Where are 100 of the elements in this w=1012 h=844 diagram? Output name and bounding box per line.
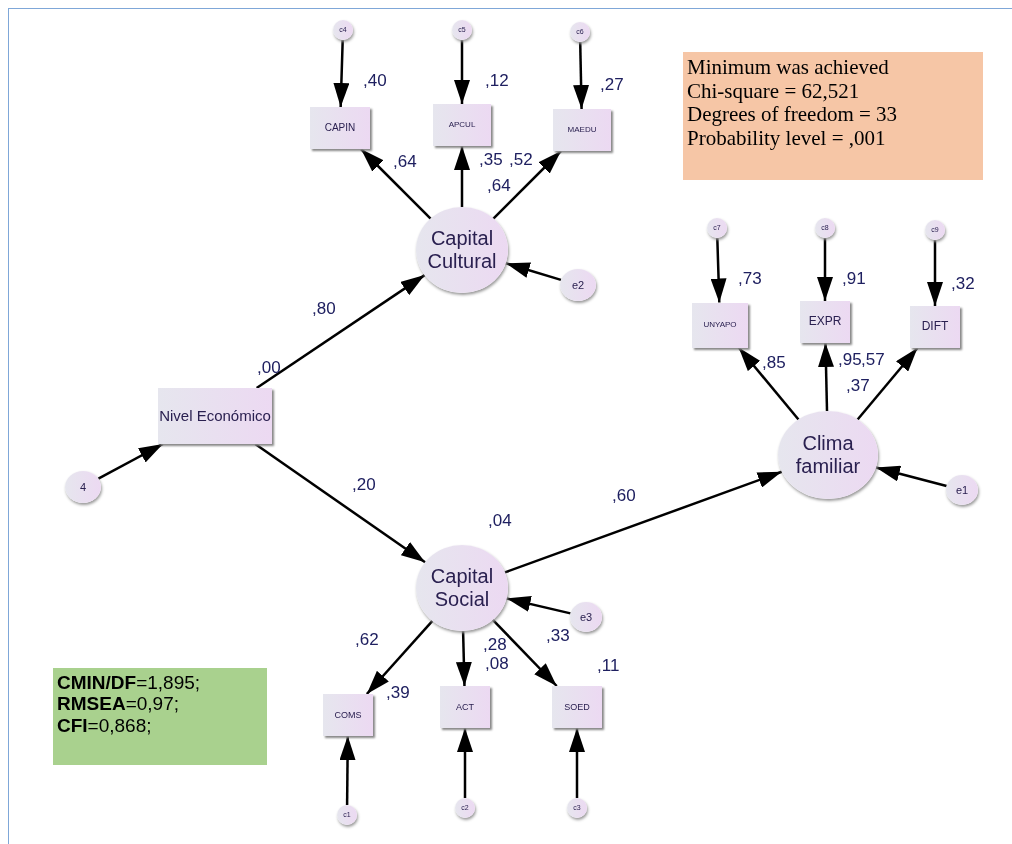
arrow <box>491 619 558 687</box>
edge-label: ,28 <box>483 636 507 653</box>
arrow <box>455 630 472 687</box>
edge-label: ,20 <box>352 476 376 493</box>
node-label: CAPIN <box>324 122 356 134</box>
estimate-value: ,27 <box>600 76 624 93</box>
error-term-circle <box>333 20 353 40</box>
latent-variable-ellipse <box>416 545 508 631</box>
error-term-circle <box>707 218 727 238</box>
error-term-circle <box>567 798 587 818</box>
edge-label: ,33 <box>546 627 570 644</box>
error-term-circle <box>560 269 596 301</box>
estimate-value: ,04 <box>488 512 512 529</box>
arrow <box>454 146 470 207</box>
observed-variable-box <box>800 301 850 343</box>
node-label: 4 <box>79 480 87 494</box>
observed-variable-box <box>440 686 490 728</box>
estimate-value: ,40 <box>363 72 387 89</box>
fit-statistic: Probability level = ,001 <box>687 126 887 151</box>
arrow <box>255 274 426 390</box>
estimate-value: ,32 <box>951 275 975 292</box>
error-term-circle <box>455 798 475 818</box>
error-term-circle <box>815 218 835 238</box>
fit-statistic: Minimum was achieved <box>687 56 890 80</box>
estimate-value: ,73 <box>738 270 762 287</box>
edge-label: ,57 <box>861 351 885 368</box>
error-term-circle <box>65 471 101 503</box>
observed-variable-box <box>910 306 960 348</box>
arrow <box>365 620 434 695</box>
arrow <box>569 728 585 798</box>
edge-label: ,80 <box>312 300 336 317</box>
arrow <box>506 596 571 615</box>
node-label: MAEDU <box>567 125 597 135</box>
observed-variable-box <box>158 388 272 444</box>
node-label: e2 <box>571 278 585 292</box>
fit-statistic: Chi-square = 62,521 <box>687 79 861 104</box>
arrow <box>856 347 919 421</box>
latent-variable-ellipse <box>778 411 878 499</box>
observed-variable-box <box>692 302 748 348</box>
latent-variable-ellipse <box>416 207 508 293</box>
arrow <box>927 240 943 306</box>
estimate-value: ,12 <box>485 72 509 89</box>
arrow <box>710 237 727 303</box>
node-label: Capital Cultural <box>426 227 498 273</box>
node-label: Capital Social <box>429 565 495 611</box>
edge-label: ,52 <box>509 151 533 168</box>
observed-variable-box <box>323 694 373 736</box>
arrow <box>339 736 356 805</box>
observed-variable-box <box>552 686 602 728</box>
node-label: COMS <box>334 709 362 721</box>
edge-label: ,85 <box>762 354 786 371</box>
node-label: EXPR <box>808 315 842 329</box>
edge-label: ,64 <box>393 153 417 170</box>
error-term-circle <box>946 475 978 505</box>
edge-label: ,35 <box>479 151 503 168</box>
estimate-value: ,37 <box>846 377 870 394</box>
estimate-value: ,64 <box>487 177 511 194</box>
node-label: Clima familiar <box>794 432 862 478</box>
estimate-value: ,39 <box>386 684 410 701</box>
arrow <box>737 346 800 421</box>
arrow <box>360 148 432 220</box>
node-label: Nivel Económico <box>159 407 271 425</box>
observed-variable-box <box>310 107 370 149</box>
arrow <box>492 150 562 220</box>
error-term-circle <box>337 805 357 825</box>
arrow <box>457 728 473 798</box>
node-label: DIFT <box>921 320 949 334</box>
fit-statistic: RMSEA=0,97; <box>57 693 180 715</box>
node-label: e1 <box>955 483 969 497</box>
fit-statistic: CMIN/DF=1,895; <box>57 672 202 694</box>
arrow <box>97 442 164 480</box>
error-term-circle <box>925 220 945 240</box>
error-term-circle <box>452 20 472 40</box>
node-label: ACT <box>456 701 474 713</box>
arrow <box>573 41 590 110</box>
estimate-value: ,00 <box>257 359 281 376</box>
node-label: SOED <box>564 701 590 713</box>
arrow <box>817 238 833 301</box>
arrow <box>333 39 350 108</box>
arrow <box>875 465 947 488</box>
arrow <box>454 40 470 104</box>
edge-label: ,62 <box>355 631 379 648</box>
fit-statistic: CFI=0,868; <box>57 714 153 736</box>
error-term-circle <box>570 22 590 42</box>
node-label: UNYAPO <box>703 320 737 330</box>
observed-variable-box <box>553 109 611 151</box>
arrow <box>818 342 834 412</box>
arrow <box>254 442 426 564</box>
estimate-value: ,91 <box>842 270 866 287</box>
edge-label: ,95 <box>838 351 862 368</box>
edge-label: ,60 <box>612 487 636 504</box>
node-label: APCUL <box>448 120 476 130</box>
observed-variable-box <box>433 104 491 146</box>
estimate-value: ,08 <box>485 655 509 672</box>
error-term-circle <box>570 602 602 632</box>
estimate-value: ,11 <box>597 657 620 674</box>
node-label: e3 <box>579 610 593 624</box>
arrow <box>505 262 562 282</box>
fit-statistic: Degrees of freedom = 33 <box>687 103 899 127</box>
arrow <box>504 470 783 574</box>
